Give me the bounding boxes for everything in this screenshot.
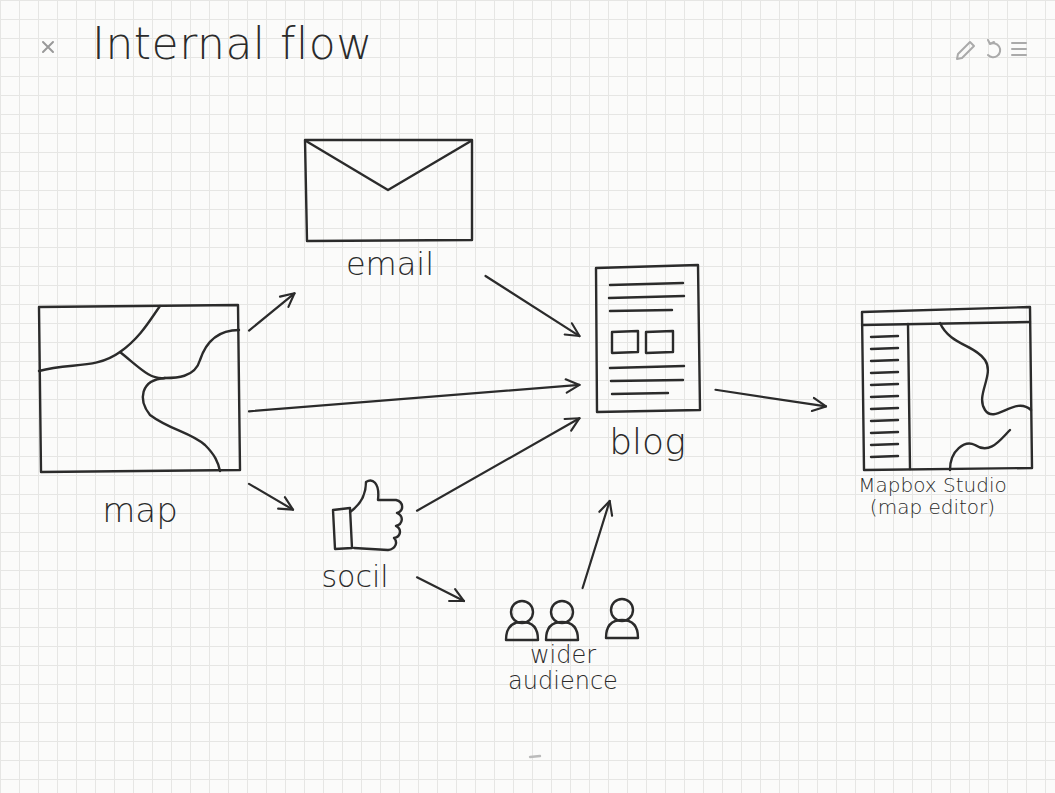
editor-icon: [862, 307, 1032, 470]
map-node: map: [35, 300, 245, 540]
map-icon: [39, 305, 240, 472]
node-label: Mapbox Studio (map editor): [850, 474, 1015, 518]
blog-node: blog: [584, 262, 712, 497]
flow-arrow: [583, 501, 610, 588]
node-label: socil: [301, 560, 409, 593]
flow-arrow: [716, 390, 827, 407]
diagram-title: Internal flow: [92, 18, 373, 69]
email-node: email: [299, 135, 482, 295]
node-label: map: [40, 492, 240, 529]
close-icon: [43, 42, 53, 52]
audience-icon: [506, 599, 638, 640]
flow-arrow: [486, 276, 580, 336]
node-label: wider audience: [493, 642, 633, 695]
editor-node: Mapbox Studio (map editor): [830, 300, 1035, 545]
social-icon: [333, 481, 402, 550]
toolbar-icons: [957, 40, 1026, 59]
audience-node: wider audience: [468, 592, 658, 710]
flow-arrow: [249, 385, 580, 411]
email-icon: [305, 140, 472, 241]
flow-arrow: [417, 577, 464, 601]
page-dot: [530, 756, 540, 757]
node-label: email: [303, 247, 478, 282]
node-label: blog: [588, 422, 708, 462]
blog-icon: [596, 265, 700, 412]
social-node: socil: [297, 478, 413, 614]
flow-arrow: [249, 484, 293, 510]
flow-arrow: [249, 293, 295, 330]
flow-arrow: [417, 418, 580, 511]
